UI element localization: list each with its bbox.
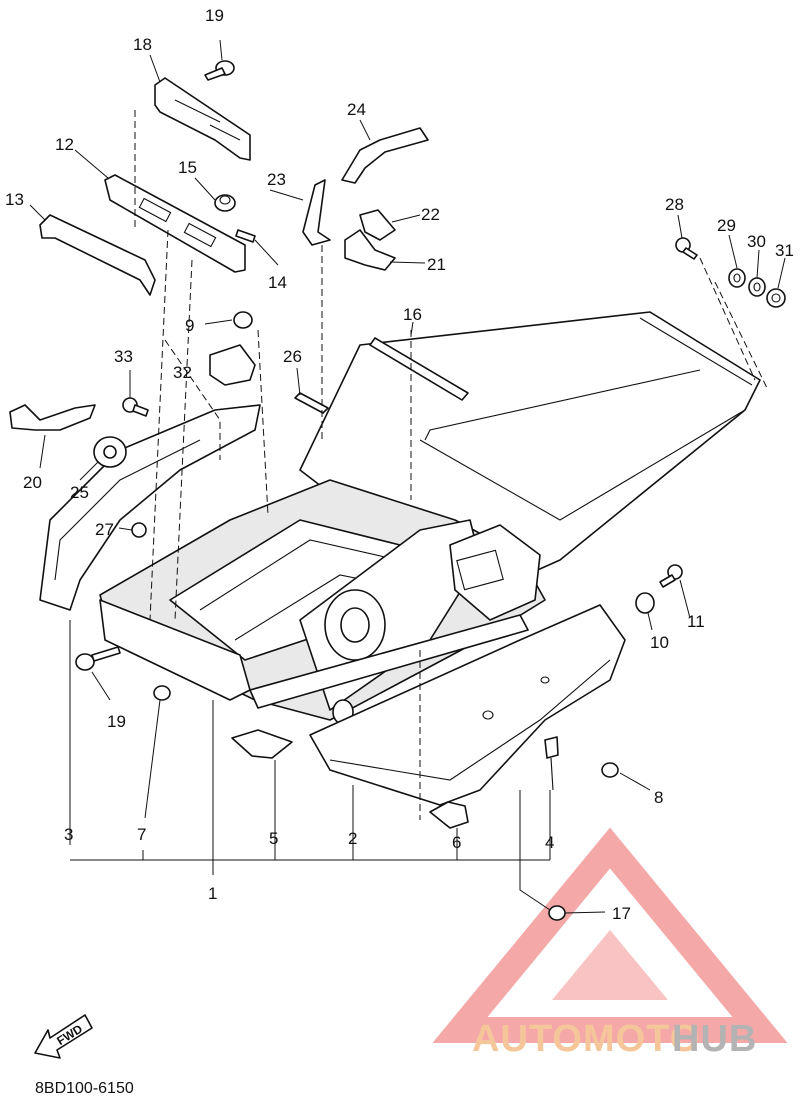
part-4-fastener (544, 736, 559, 791)
callout-29: 29 (717, 216, 736, 235)
part-7-grommet (153, 685, 171, 701)
callout-16: 16 (403, 305, 422, 324)
callout-26: 26 (283, 347, 302, 366)
part-10-collar (635, 592, 655, 614)
fwd-arrow-icon: FWD (34, 1014, 93, 1059)
part-21-block (344, 229, 396, 271)
callout-24: 24 (347, 100, 366, 119)
part-20-bracket (9, 404, 96, 431)
callout-18: 18 (133, 35, 152, 54)
callout-5: 5 (269, 829, 278, 848)
part-22-block (359, 209, 396, 241)
part-18-bracket (154, 77, 251, 161)
part-19-bolt-top (204, 60, 235, 81)
part-23-bracket (302, 179, 331, 246)
callout-1: 1 (208, 884, 217, 903)
part-15-nut (214, 194, 236, 212)
part-11-bolt (659, 564, 683, 588)
alignment-lines (134, 110, 769, 820)
callout-32: 32 (173, 363, 192, 382)
callout-23: 23 (267, 170, 286, 189)
part-2-under-cover (309, 604, 626, 806)
callout-30: 30 (747, 232, 766, 251)
watermark-logo: AUTOMOTO HUB (432, 827, 788, 1060)
callout-15: 15 (178, 158, 197, 177)
callout-13: 13 (5, 190, 24, 209)
part-16-rod (369, 337, 469, 401)
watermark-brand-2: HUB (672, 1018, 757, 1060)
part-31-nut (766, 288, 786, 308)
callout-28: 28 (665, 195, 684, 214)
callout-22: 22 (421, 205, 440, 224)
callout-17: 17 (612, 904, 631, 923)
part-24-grip (341, 127, 429, 184)
part-33-bolt (122, 397, 149, 417)
part-17-cap (548, 905, 566, 921)
callout-25: 25 (70, 483, 89, 502)
callout-3: 3 (64, 825, 73, 844)
callout-31: 31 (775, 241, 794, 260)
callout-labels: 19 18 12 15 13 14 9 33 32 20 25 27 24 23… (5, 6, 794, 923)
part-32-clip (209, 344, 256, 386)
part-9-grommet (233, 311, 253, 329)
callout-2: 2 (348, 829, 357, 848)
callout-11: 11 (687, 612, 705, 631)
callout-12: 12 (55, 135, 74, 154)
part-29-washer (728, 268, 746, 288)
callout-19-lower: 19 (107, 712, 126, 731)
part-5-damper (231, 729, 293, 759)
part-30-washer (748, 277, 766, 297)
part-28-bolt (675, 237, 698, 260)
callout-20: 20 (23, 473, 42, 492)
callout-4: 4 (545, 833, 554, 852)
callout-27: 27 (95, 520, 114, 539)
leader-lines (29, 39, 786, 914)
part-19-bolt-lower (75, 646, 121, 671)
part-27-grommet (131, 522, 147, 538)
callout-7: 7 (137, 825, 146, 844)
callout-10: 10 (650, 633, 669, 652)
watermark-brand-1: AUTOMOTO (472, 1018, 700, 1060)
callout-19: 19 (205, 6, 224, 25)
callout-8: 8 (654, 788, 663, 807)
callout-6: 6 (452, 833, 461, 852)
part-6-clamp (429, 801, 469, 829)
callout-9: 9 (185, 316, 194, 335)
part-13-grab-rail (39, 214, 156, 296)
part-25-bushing (93, 436, 127, 468)
main-frame-assembly (39, 311, 761, 725)
part-26-strip (294, 392, 329, 414)
callout-14: 14 (268, 273, 287, 292)
callout-33: 33 (114, 347, 133, 366)
callout-21: 21 (427, 255, 446, 274)
diagram-code: 8BD100-6150 (35, 1080, 134, 1097)
part-12-plate (104, 174, 246, 273)
part-14-strip (235, 229, 256, 243)
part-8-cap (601, 762, 619, 778)
